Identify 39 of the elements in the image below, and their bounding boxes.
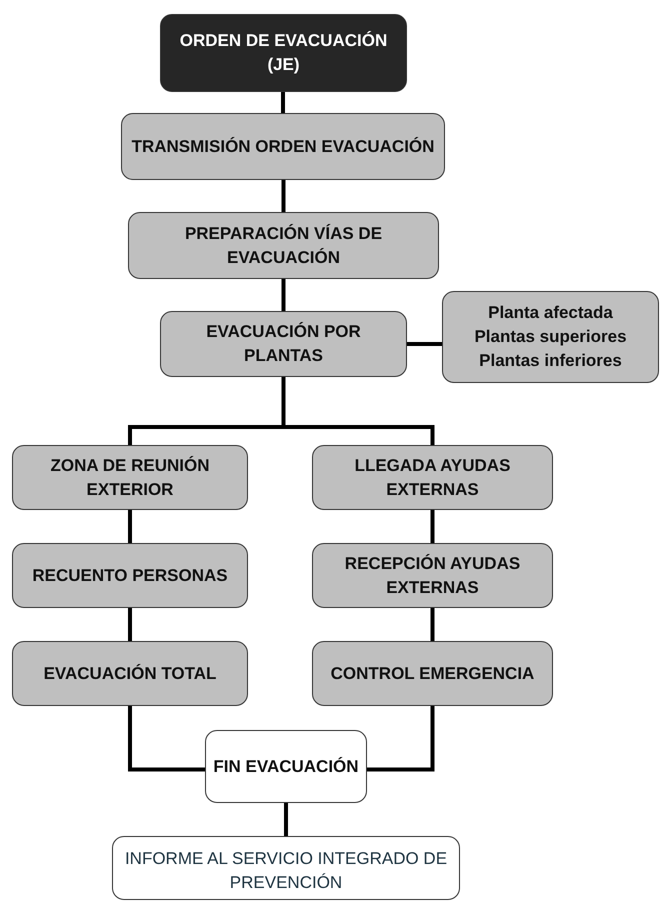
- box-label: EVACUACIÓN POR PLANTAS: [205, 321, 362, 367]
- connector-line: [284, 803, 288, 836]
- process-box: [160, 14, 407, 92]
- connector-line: [430, 608, 434, 641]
- box-label: LLEGADA AYUDAS EXTERNAS: [354, 454, 512, 500]
- process-box: [442, 291, 659, 383]
- process-box: [12, 641, 248, 706]
- process-box: [160, 311, 407, 377]
- box-label: CONTROL EMERGENCIA: [330, 662, 534, 685]
- box-label: Plantas inferiores: [479, 350, 622, 372]
- connector-line: [128, 608, 132, 641]
- box-label: PREPARACIÓN VÍAS DE EVACUACIÓN: [184, 222, 384, 268]
- connector-line: [430, 510, 434, 543]
- box-label: EVACUACIÓN TOTAL: [44, 662, 216, 685]
- process-box: [205, 730, 367, 803]
- box-label: Planta afectada: [488, 302, 613, 324]
- process-box: [312, 641, 553, 706]
- process-box: [12, 445, 248, 510]
- connector-line: [367, 706, 434, 772]
- box-label: RECEPCIÓN AYUDAS EXTERNAS: [344, 552, 522, 598]
- process-box: [312, 543, 553, 608]
- process-box: [312, 445, 553, 510]
- process-box: [121, 113, 445, 180]
- box-label: TRANSMISIÓN ORDEN EVACUACIÓN: [132, 136, 434, 158]
- box-label: FIN EVACUACIÓN: [213, 756, 359, 778]
- connector-line: [282, 180, 286, 212]
- box-label: RECUENTO PERSONAS: [32, 564, 228, 587]
- box-label: ZONA DE REUNIÓN EXTERIOR: [50, 454, 210, 500]
- box-label: ORDEN DE EVACUACIÓN (JE): [178, 30, 388, 76]
- connector-line: [281, 92, 285, 113]
- box-label: Plantas superiores: [474, 326, 627, 348]
- process-box: [112, 836, 460, 900]
- connector-line: [282, 279, 286, 311]
- connector-line: [128, 510, 132, 543]
- box-label: INFORME AL SERVICIO INTEGRADO DE PREVENCIÓN: [124, 848, 448, 894]
- process-box: [12, 543, 248, 608]
- connector-line: [407, 342, 442, 346]
- connector-line: [128, 706, 205, 772]
- process-box: [128, 212, 439, 279]
